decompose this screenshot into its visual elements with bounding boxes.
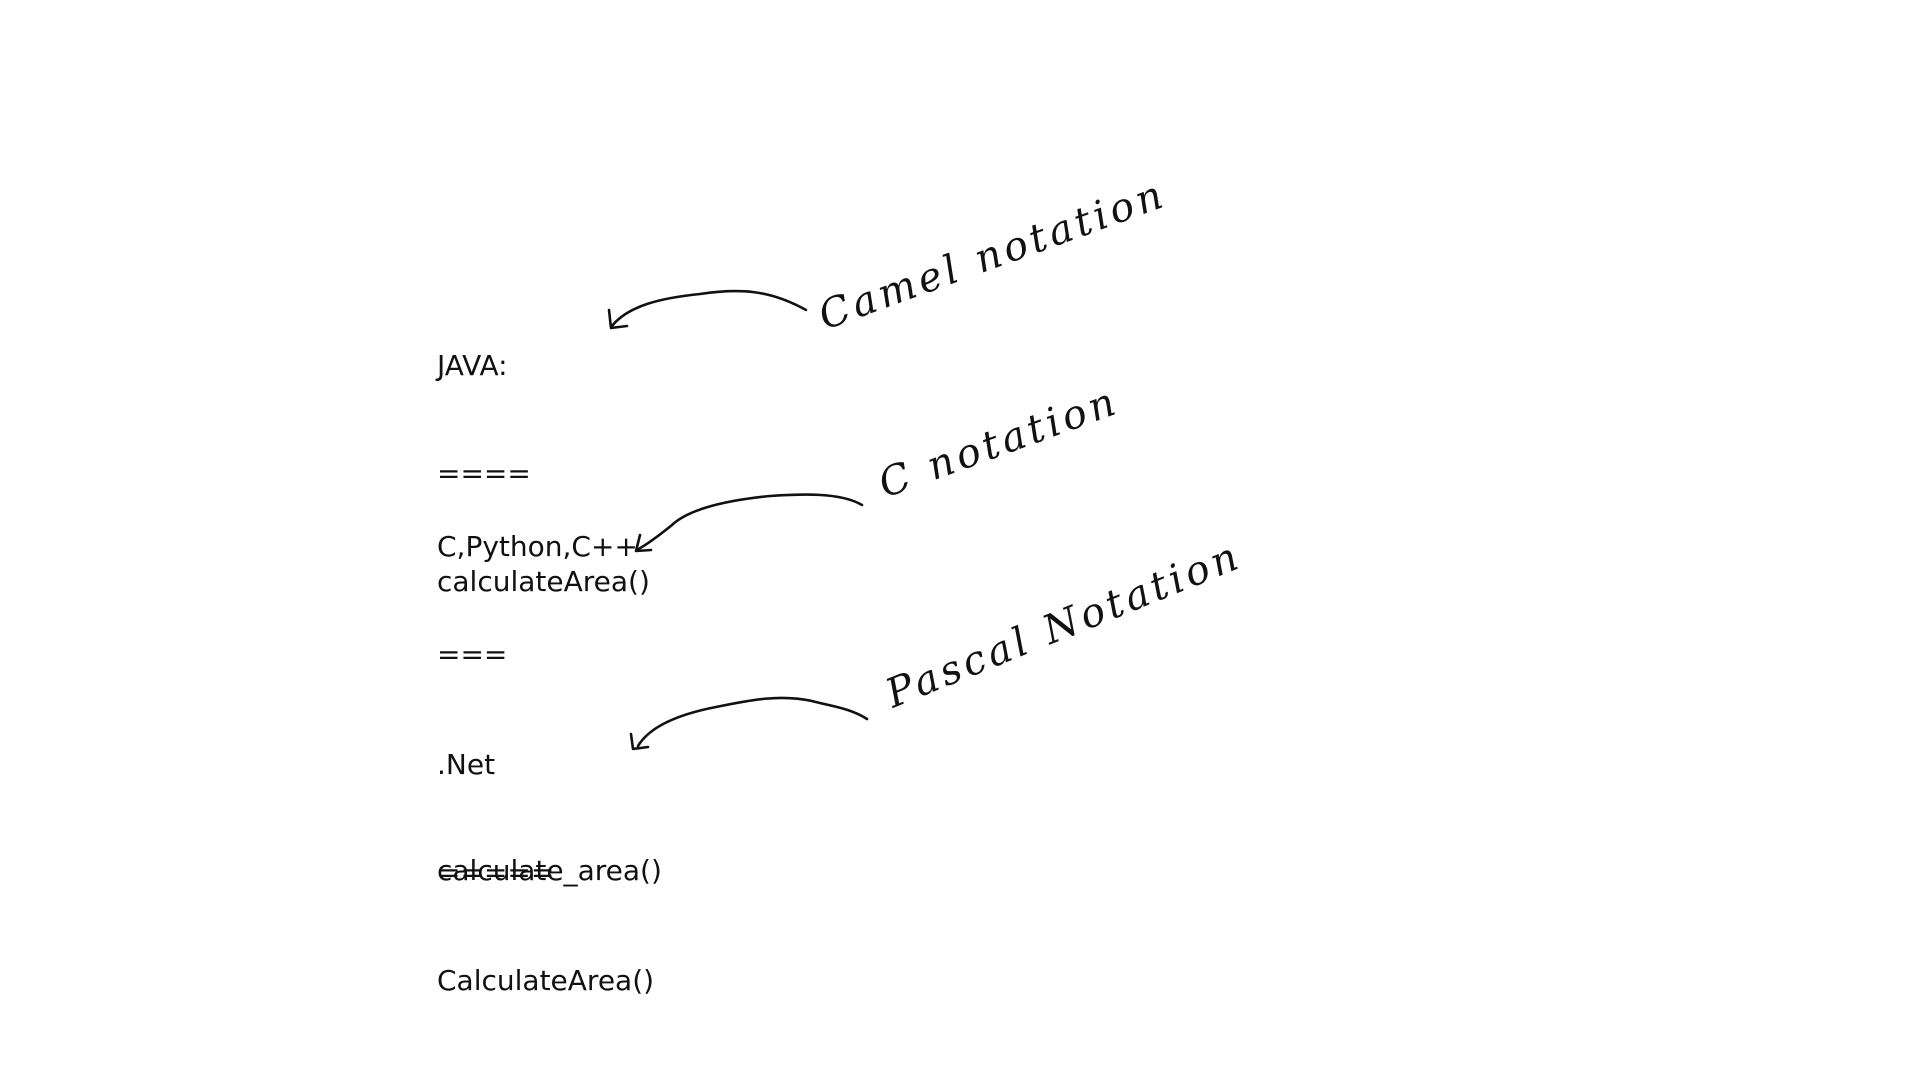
language-heading: JAVA:: [437, 349, 508, 382]
whiteboard-canvas: JAVA: ==== calculateArea() C,Python,C++ …: [437, 171, 1249, 997]
dotnet-section: .Net ===== CalculateArea(): [437, 675, 654, 1071]
arrow-c: [635, 493, 864, 552]
example-identifier: calculateArea(): [437, 565, 650, 598]
annotation-camel: Camel notation: [813, 171, 1173, 339]
heading-underline: ===: [437, 638, 508, 671]
example-identifier: calculate_area(): [437, 854, 662, 887]
language-heading: C,Python,C++: [437, 530, 638, 563]
language-heading: .Net: [437, 748, 496, 781]
example-identifier: CalculateArea(): [437, 964, 655, 997]
annotation-c: C notation: [873, 378, 1125, 507]
handwritten-annotations: Camel notation C notation Pascal Notatio…: [607, 171, 1249, 751]
annotation-pascal: Pascal Notation: [879, 533, 1249, 718]
heading-underline: =====: [437, 856, 555, 889]
arrow-pascal: [636, 696, 869, 748]
c-python-cpp-section: C,Python,C++ === calculate_area(): [437, 457, 662, 961]
heading-underline: ====: [437, 457, 531, 490]
java-section: JAVA: ==== calculateArea(): [437, 276, 650, 672]
